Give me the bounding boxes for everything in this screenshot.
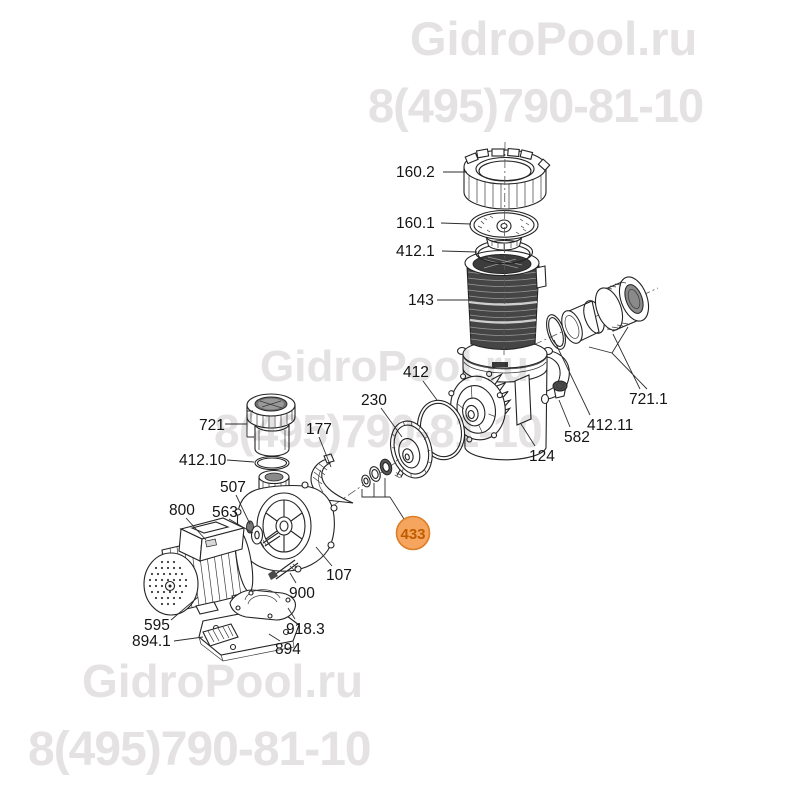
basket-tab — [535, 265, 547, 289]
watermark-site-top: GidroPool.ru — [410, 12, 697, 65]
part-labels: 160.2 160.1 412.1 143 412 230 721 412.10… — [132, 164, 668, 658]
strainer-cap-part — [463, 147, 551, 210]
part-label-918-3: 918.3 — [286, 621, 325, 638]
part-label-107: 107 — [326, 567, 352, 584]
part-label-412-10: 412.10 — [179, 452, 227, 469]
lid-tick-marks — [477, 215, 530, 235]
cap-ribs — [468, 175, 542, 208]
part-label-433[interactable]: 433 — [400, 526, 425, 543]
part-label-507: 507 — [220, 479, 246, 496]
part-label-894: 894 — [275, 641, 301, 658]
union-nut-left-part — [246, 393, 296, 429]
watermark-phone-middle: 8(495)790-81-10 — [214, 405, 542, 457]
part-label-721: 721 — [199, 417, 225, 434]
o-ring-412-10-part — [254, 455, 290, 471]
part-label-160-2: 160.2 — [396, 164, 435, 181]
strainer-basket-part — [464, 249, 547, 350]
tank-label-plate — [514, 374, 532, 426]
pad-ribs — [207, 625, 234, 643]
part-label-894-1: 894.1 — [132, 633, 171, 650]
highlight-circle[interactable] — [395, 515, 431, 551]
base-saddle-part — [229, 589, 296, 621]
pump-housing-part — [234, 469, 338, 573]
watermarks: GidroPool.ru 8(495)790-81-10 GidroPool.r… — [28, 12, 704, 776]
part-label-412: 412 — [403, 364, 429, 381]
drain-plug-part — [540, 380, 568, 405]
part-label-563: 563 — [212, 504, 238, 521]
watermark-phone-bottom: 8(495)790-81-10 — [28, 723, 371, 776]
part-label-412-11: 412.11 — [587, 417, 633, 434]
part-label-177: 177 — [306, 421, 332, 438]
diffuser-hatch — [312, 462, 328, 485]
motor-foot — [195, 601, 219, 615]
union-nut-right-part — [594, 276, 650, 332]
highlight-badge-433[interactable]: 433 — [395, 515, 431, 551]
part-label-160-1: 160.1 — [396, 215, 435, 232]
vertical-centerline — [503, 141, 506, 357]
part-label-721-1: 721.1 — [629, 391, 668, 408]
leader-lines — [170, 171, 648, 642]
neck-marking — [492, 362, 508, 367]
fan-cover-vents — [148, 560, 188, 606]
motor-terminal-box — [178, 517, 246, 562]
slinger-washer-part — [246, 520, 264, 545]
impeller-rim-ticks — [392, 421, 431, 478]
part-label-143: 143 — [408, 292, 434, 309]
motor-part — [143, 517, 254, 616]
rubber-pad-part — [202, 623, 239, 647]
bolt-900-part — [268, 559, 299, 580]
part-label-800: 800 — [169, 502, 195, 519]
part-label-412-1: 412.1 — [396, 243, 435, 260]
strainer-lid-part — [469, 209, 539, 251]
part-label-582: 582 — [564, 429, 590, 446]
part-label-230: 230 — [361, 392, 387, 409]
cap-lugs — [464, 147, 551, 172]
motor-fan-cover — [143, 552, 199, 616]
tank-body-part — [448, 339, 570, 461]
part-label-124: 124 — [529, 448, 555, 465]
part-label-900: 900 — [289, 585, 315, 602]
part-label-595: 595 — [144, 617, 170, 634]
drain-plug-o-ring — [540, 393, 550, 405]
nut-ribs — [250, 410, 293, 427]
watermark-site-bottom: GidroPool.ru — [82, 655, 363, 707]
watermark-phone-top: 8(495)790-81-10 — [368, 79, 703, 132]
watermark-site-middle: GidroPool.ru — [260, 342, 529, 391]
mechanical-seal-part — [361, 458, 393, 488]
housing-spokes — [265, 500, 303, 552]
